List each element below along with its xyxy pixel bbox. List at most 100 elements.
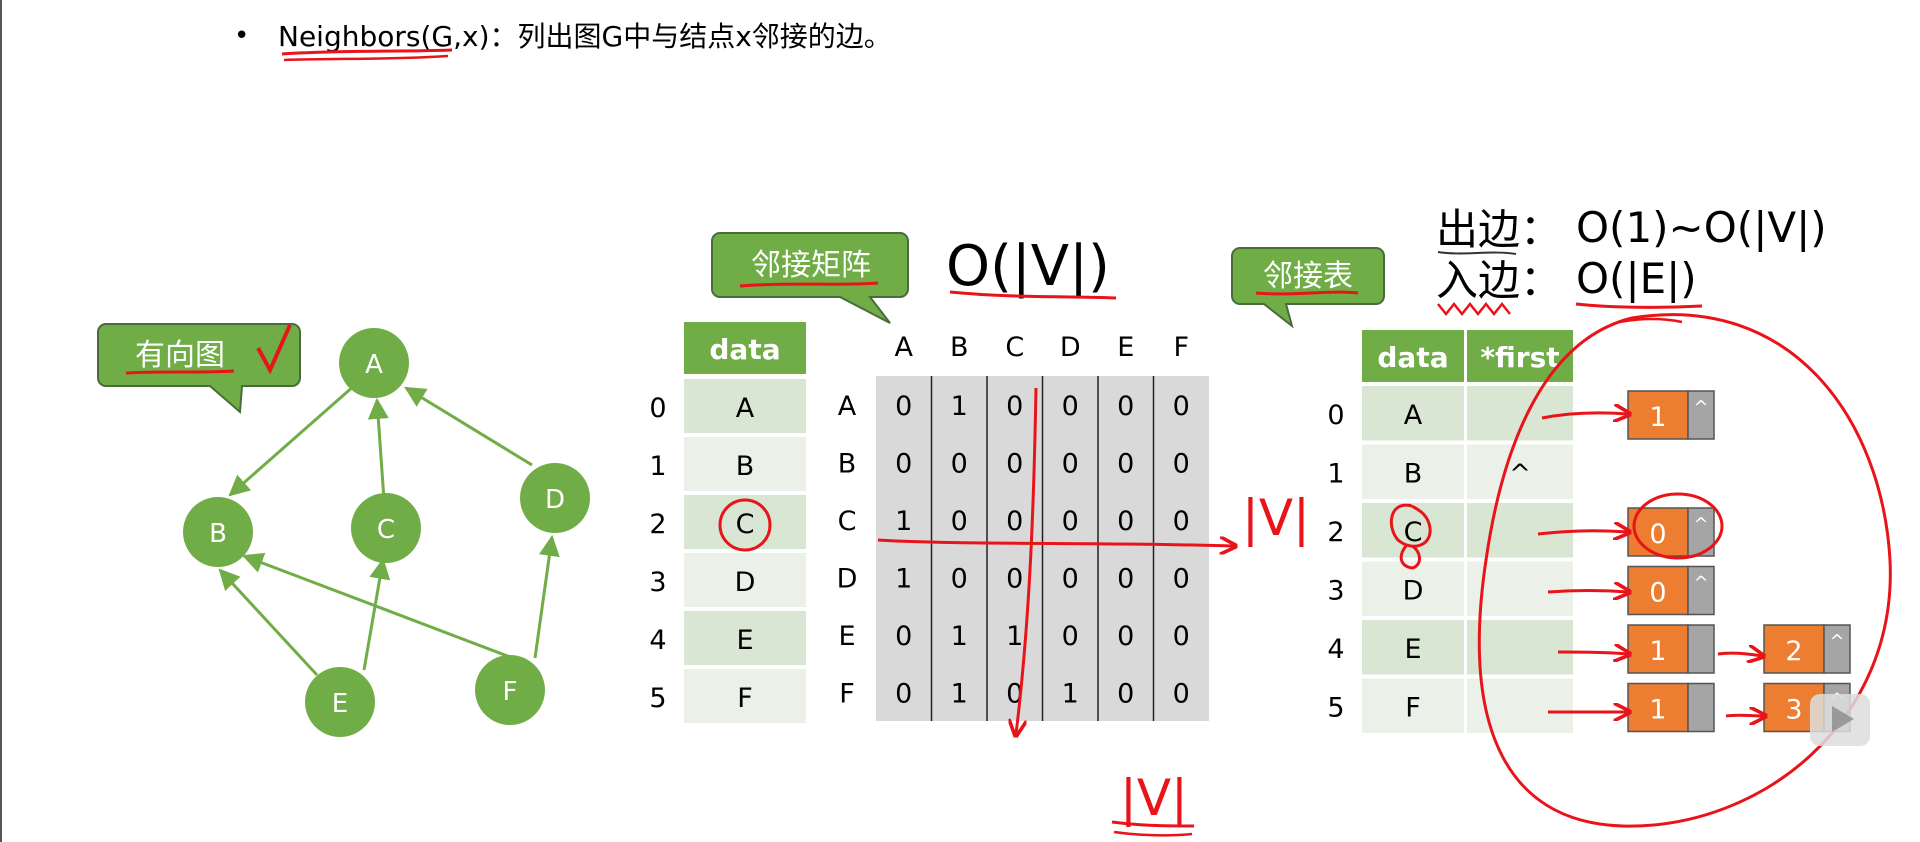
edge-E-C (362, 557, 391, 671)
graph-node-e: E (305, 667, 375, 737)
list-node-pointer (1687, 682, 1715, 733)
list-node-label: 1 (1649, 402, 1666, 433)
matrix-cell: 0 (895, 621, 912, 652)
graph-node-b: B (183, 497, 253, 567)
matrix-cell: 0 (1173, 679, 1190, 710)
svg-text:B: B (209, 519, 227, 549)
note-col-count: |V| (1120, 769, 1188, 827)
matrix-cell: 0 (1117, 679, 1134, 710)
graph-edges (218, 383, 560, 677)
adjlist-data-value: B (1404, 459, 1423, 490)
adjlist-data-cell (1362, 386, 1464, 441)
null-pointer: ^ (1829, 631, 1844, 652)
adjlist-row-index: 3 (1327, 576, 1344, 607)
matrix-col-header: B (950, 332, 969, 363)
list-node-label: 1 (1649, 695, 1666, 726)
matrix-cell: 1 (1006, 621, 1023, 652)
matrix-col-header: D (1060, 332, 1081, 363)
matrix-cell: 0 (1062, 391, 1079, 422)
matrix-data-cell (684, 669, 806, 723)
matrix-row-header: D (837, 564, 858, 595)
matrix-cell: 1 (951, 621, 968, 652)
matrix-cell: 0 (1117, 449, 1134, 480)
matrix-data-value: F (737, 683, 753, 714)
callout-label: 邻接表 (1263, 259, 1353, 294)
list-node-pointer (1687, 624, 1715, 674)
matrix-cell: 0 (1062, 564, 1079, 595)
list-node-pointer (1823, 624, 1851, 674)
adjlist-header: data *first (1362, 330, 1573, 382)
svg-text:E: E (332, 689, 348, 719)
matrix-data-cell (684, 553, 806, 607)
row-sweep-arrow (877, 540, 1234, 546)
adjlist-annotations (1389, 313, 1892, 828)
bullet: • (234, 21, 249, 51)
matrix-data-value: A (736, 393, 755, 424)
matrix-cell: 0 (895, 679, 912, 710)
edge-F-D (533, 534, 560, 659)
highlight-circle-c (718, 498, 772, 552)
column-sweep-arrow (1016, 387, 1038, 734)
matrix-cell: 1 (951, 391, 968, 422)
matrix-annotations: |V| |V| (718, 387, 1310, 837)
list-node-value (1627, 507, 1689, 557)
circled-chains (1477, 313, 1892, 828)
data-header: data (709, 333, 780, 366)
adjlist-first-cell (1467, 444, 1573, 499)
matrix-cell: 0 (1117, 506, 1134, 537)
matrix-cell: 0 (1173, 564, 1190, 595)
header-data: data (1377, 341, 1448, 374)
edge-C-A (367, 397, 389, 501)
svg-text:C: C (377, 515, 395, 545)
check-mark (256, 324, 292, 375)
matrix-row-header: F (839, 679, 855, 710)
matrix-row-index: 1 (649, 451, 666, 482)
graph-node-f: F (475, 655, 545, 725)
list-node-label: 2 (1785, 636, 1802, 667)
matrix-row-header: E (838, 621, 855, 652)
circle-chain-c (1632, 492, 1724, 560)
header-first: *first (1480, 341, 1559, 374)
edge-F-B (242, 552, 511, 659)
adjlist-data-value: F (1405, 693, 1421, 724)
adjlist-row-index: 4 (1327, 634, 1344, 665)
callout-adjacency-matrix: 邻接矩阵 (711, 232, 909, 324)
out-edge-label: 出边 (1436, 205, 1520, 254)
edge-D-A (404, 386, 533, 467)
matrix-data-cell (684, 611, 806, 665)
list-node-label: 1 (1649, 636, 1666, 667)
matrix-data-cell (684, 379, 806, 433)
matrix-row-header: B (838, 449, 857, 480)
adjlist-data-cell (1362, 561, 1464, 616)
matrix-cell: 0 (895, 449, 912, 480)
adjlist-first-cell (1467, 503, 1573, 558)
video-overlay-icon[interactable] (1810, 694, 1870, 746)
matrix-row-index: 2 (649, 509, 666, 540)
adjlist-data-cell (1362, 444, 1464, 499)
matrix-cell: 0 (1173, 391, 1190, 422)
null-pointer: ^ (1693, 397, 1708, 418)
matrix-row-header: A (838, 391, 857, 422)
matrix-cell: 0 (1117, 391, 1134, 422)
matrix-row-index: 0 (649, 393, 666, 424)
out-edge-colon: ： (1520, 205, 1562, 254)
list-node-label: 0 (1649, 578, 1666, 609)
matrix-cell: 0 (1117, 621, 1134, 652)
matrix-row-header: C (838, 506, 857, 537)
matrix-cell: 0 (1173, 506, 1190, 537)
null-pointer: ^ (1693, 514, 1708, 535)
matrix-data-value: C (736, 509, 755, 540)
matrix-cell: 0 (1062, 506, 1079, 537)
header-text: Neighbors(G,x)：列出图G中与结点x邻接的边。 (278, 20, 892, 53)
matrix-cell: 0 (1006, 391, 1023, 422)
matrix-col-header: A (895, 332, 914, 363)
header-underline (281, 48, 453, 56)
adjlist-data-value: E (1404, 634, 1421, 665)
adjlist-row-index: 0 (1327, 400, 1344, 431)
scribble-c (1389, 503, 1432, 570)
in-edge-colon: ： (1520, 256, 1562, 305)
matrix-complexity: O(|V|) (946, 234, 1110, 299)
